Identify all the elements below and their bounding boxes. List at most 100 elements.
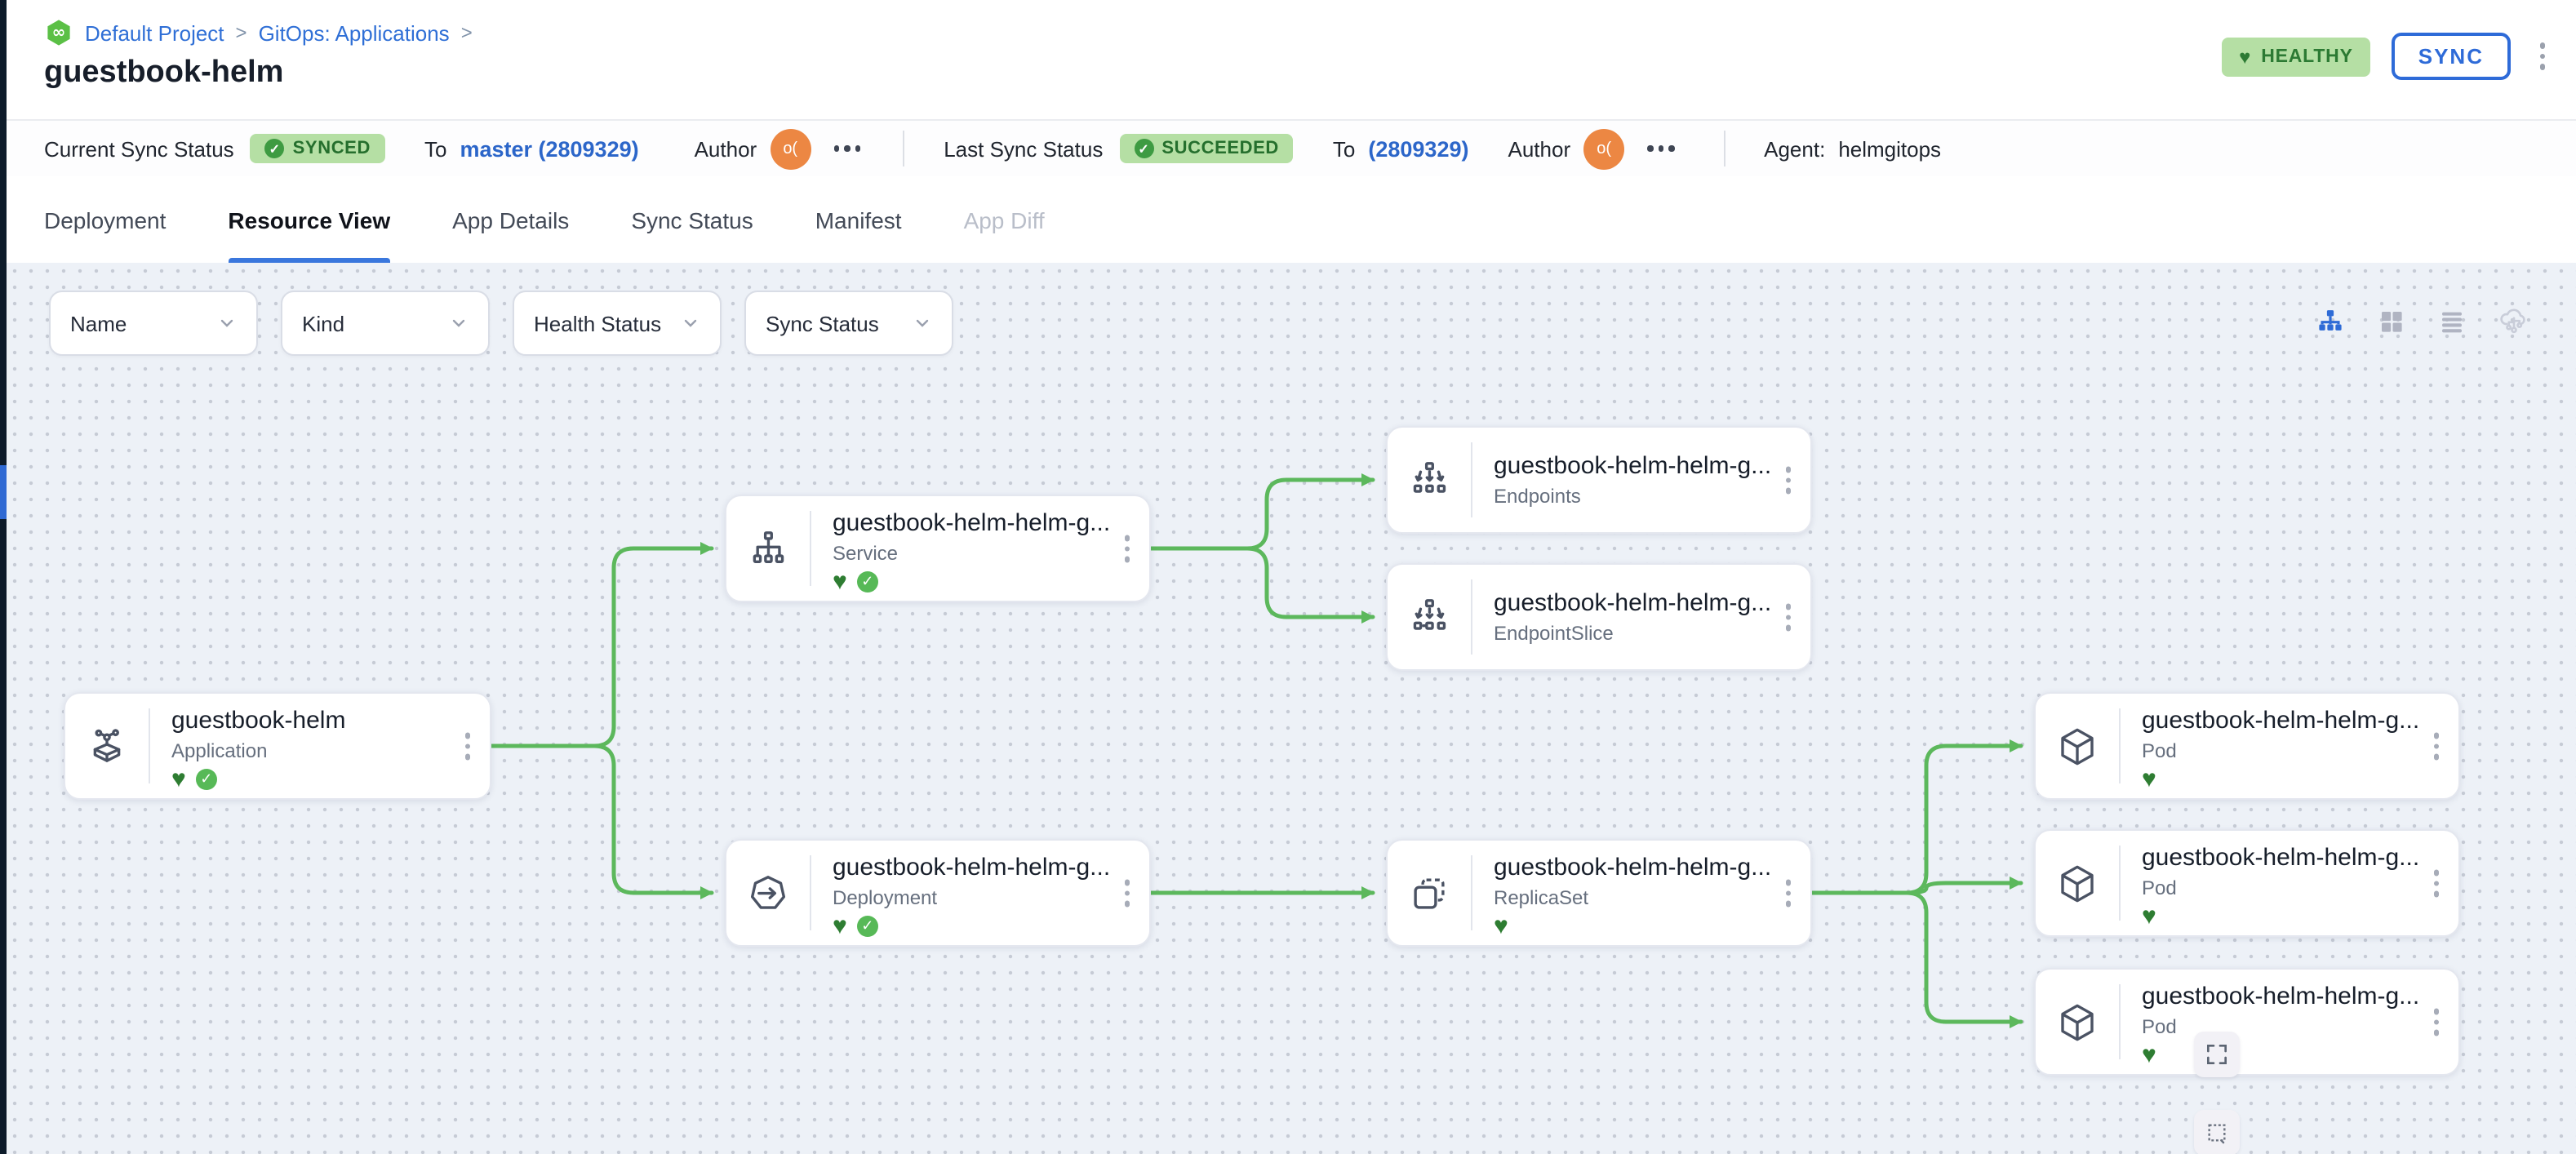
grid-view-icon[interactable] [2377, 307, 2406, 336]
health-heart-icon: ♥ [833, 570, 847, 594]
deployment-icon [726, 855, 811, 930]
last-author-label: Author [1508, 136, 1571, 161]
node-kind: Deployment [833, 886, 1110, 909]
sidebar-active-indicator [0, 465, 7, 519]
node-kind: Pod [2142, 877, 2419, 899]
health-heart-icon: ♥ [833, 914, 847, 939]
tab-manifest[interactable]: Manifest [815, 176, 902, 263]
node-title: guestbook-helm [171, 707, 345, 738]
view-toggle-group [2315, 305, 2530, 338]
current-sync-to-label: To [424, 136, 446, 161]
current-sync-label: Current Sync Status [44, 136, 234, 161]
node-menu-button[interactable] [458, 728, 477, 765]
current-author-avatar[interactable]: o( [770, 128, 811, 169]
node-menu-button[interactable] [1117, 875, 1136, 912]
last-author-avatar[interactable]: o( [1583, 128, 1624, 169]
edge-app-service [491, 548, 712, 746]
chevron-down-icon [217, 313, 237, 333]
filter-sync-status[interactable]: Sync Status [744, 291, 953, 356]
node-title: guestbook-helm-helm-g... [833, 509, 1110, 540]
filter-health-status[interactable]: Health Status [513, 291, 722, 356]
more-options-icon[interactable] [2531, 38, 2553, 75]
node-menu-button[interactable] [1117, 530, 1136, 567]
fullscreen-button[interactable] [2194, 1032, 2240, 1077]
list-view-icon[interactable] [2437, 307, 2467, 336]
node-title: guestbook-helm-helm-g... [2142, 707, 2419, 738]
service-icon [726, 511, 811, 586]
tree-view-icon[interactable] [2315, 306, 2346, 337]
filter-kind[interactable]: Kind [281, 291, 490, 356]
application-icon [65, 708, 150, 783]
node-kind: EndpointSlice [1494, 622, 1771, 645]
more-options-icon[interactable] [830, 140, 864, 158]
replicaset-icon [1388, 855, 1472, 930]
breadcrumb-link-applications[interactable]: GitOps: Applications [259, 20, 450, 45]
edge-replicaset-pod3 [1812, 893, 2021, 1022]
tree-node-pod[interactable]: guestbook-helm-helm-g... Pod ♥ [2034, 692, 2460, 800]
last-sync-badge: ✓ SUCCEEDED [1119, 134, 1294, 163]
sidebar-edge [0, 0, 7, 1154]
resource-tree-canvas[interactable]: Name Kind Health Status Sync Status [7, 263, 2576, 1154]
health-status-badge: ♥ HEALTHY [2221, 37, 2371, 76]
check-circle-icon: ✓ [1134, 139, 1153, 158]
node-kind: Endpoints [1494, 485, 1771, 508]
tree-node-service[interactable]: guestbook-helm-helm-g... Service ♥ ✓ [725, 495, 1151, 602]
last-sync-revision-link[interactable]: (2809329) [1368, 136, 1468, 161]
tree-node-replicaset[interactable]: guestbook-helm-helm-g... ReplicaSet ♥ [1386, 839, 1812, 947]
pod-icon [2036, 708, 2121, 783]
chevron-down-icon [449, 313, 469, 333]
filter-name[interactable]: Name [49, 291, 258, 356]
sync-status-bar: Current Sync Status ✓ SYNCED To master (… [7, 119, 2576, 178]
more-options-icon[interactable] [1644, 140, 1677, 158]
node-menu-button[interactable] [1779, 875, 1797, 912]
divider [903, 131, 904, 166]
node-kind: Application [171, 739, 345, 762]
breadcrumb-separator: > [236, 21, 247, 44]
endpoints-icon [1388, 442, 1472, 517]
tab-sync-status[interactable]: Sync Status [631, 176, 753, 263]
node-menu-button[interactable] [1779, 599, 1797, 636]
cluster-view-icon[interactable] [2498, 305, 2530, 338]
svg-text:∞: ∞ [52, 22, 66, 42]
codefresh-logo-icon: ∞ [44, 18, 73, 47]
tree-node-pod[interactable]: guestbook-helm-helm-g... Pod ♥ [2034, 829, 2460, 937]
breadcrumb-link-project[interactable]: Default Project [85, 20, 224, 45]
health-heart-icon: ♥ [2142, 767, 2156, 792]
page-header: ∞ Default Project > GitOps: Applications… [7, 0, 2576, 119]
tree-node-application[interactable]: guestbook-helm Application ♥ ✓ [64, 692, 491, 800]
sync-button[interactable]: SYNC [2392, 33, 2510, 80]
tab-resource-view[interactable]: Resource View [228, 176, 390, 263]
tab-app-diff: App Diff [964, 176, 1045, 263]
health-heart-icon: ♥ [171, 767, 186, 792]
health-heart-icon: ♥ [1494, 914, 1508, 939]
tab-deployment[interactable]: Deployment [44, 176, 166, 263]
last-sync-to-label: To [1333, 136, 1355, 161]
sync-check-icon: ✓ [857, 916, 878, 937]
tree-node-pod[interactable]: guestbook-helm-helm-g... Pod ♥ [2034, 968, 2460, 1076]
tree-node-deployment[interactable]: guestbook-helm-helm-g... Deployment ♥ ✓ [725, 839, 1151, 947]
last-sync-label: Last Sync Status [944, 136, 1103, 161]
breadcrumb-separator: > [461, 21, 473, 44]
node-menu-button[interactable] [2427, 1004, 2445, 1041]
node-menu-button[interactable] [2427, 865, 2445, 902]
current-sync-revision-link[interactable]: master (2809329) [460, 136, 638, 161]
check-circle-icon: ✓ [265, 139, 285, 158]
pod-icon [2036, 846, 2121, 921]
fullscreen-icon [2204, 1041, 2230, 1067]
fit-selection-button[interactable] [2194, 1110, 2240, 1154]
header-actions: ♥ HEALTHY SYNC [2221, 33, 2553, 80]
tree-node-endpointslice[interactable]: guestbook-helm-helm-g... EndpointSlice [1386, 563, 1812, 671]
node-kind: Pod [2142, 739, 2419, 762]
current-sync-badge: ✓ SYNCED [251, 134, 385, 163]
node-title: guestbook-helm-helm-g... [833, 854, 1110, 885]
tree-node-endpoints[interactable]: guestbook-helm-helm-g... Endpoints [1386, 426, 1812, 534]
node-title: guestbook-helm-helm-g... [1494, 589, 1771, 620]
tab-app-details[interactable]: App Details [452, 176, 569, 263]
node-menu-button[interactable] [1779, 462, 1797, 499]
sync-check-icon: ✓ [857, 571, 878, 593]
node-title: guestbook-helm-helm-g... [1494, 452, 1771, 483]
tab-bar: Deployment Resource View App Details Syn… [7, 176, 2576, 264]
edge-service-endpointslice [1151, 548, 1373, 617]
node-menu-button[interactable] [2427, 728, 2445, 765]
